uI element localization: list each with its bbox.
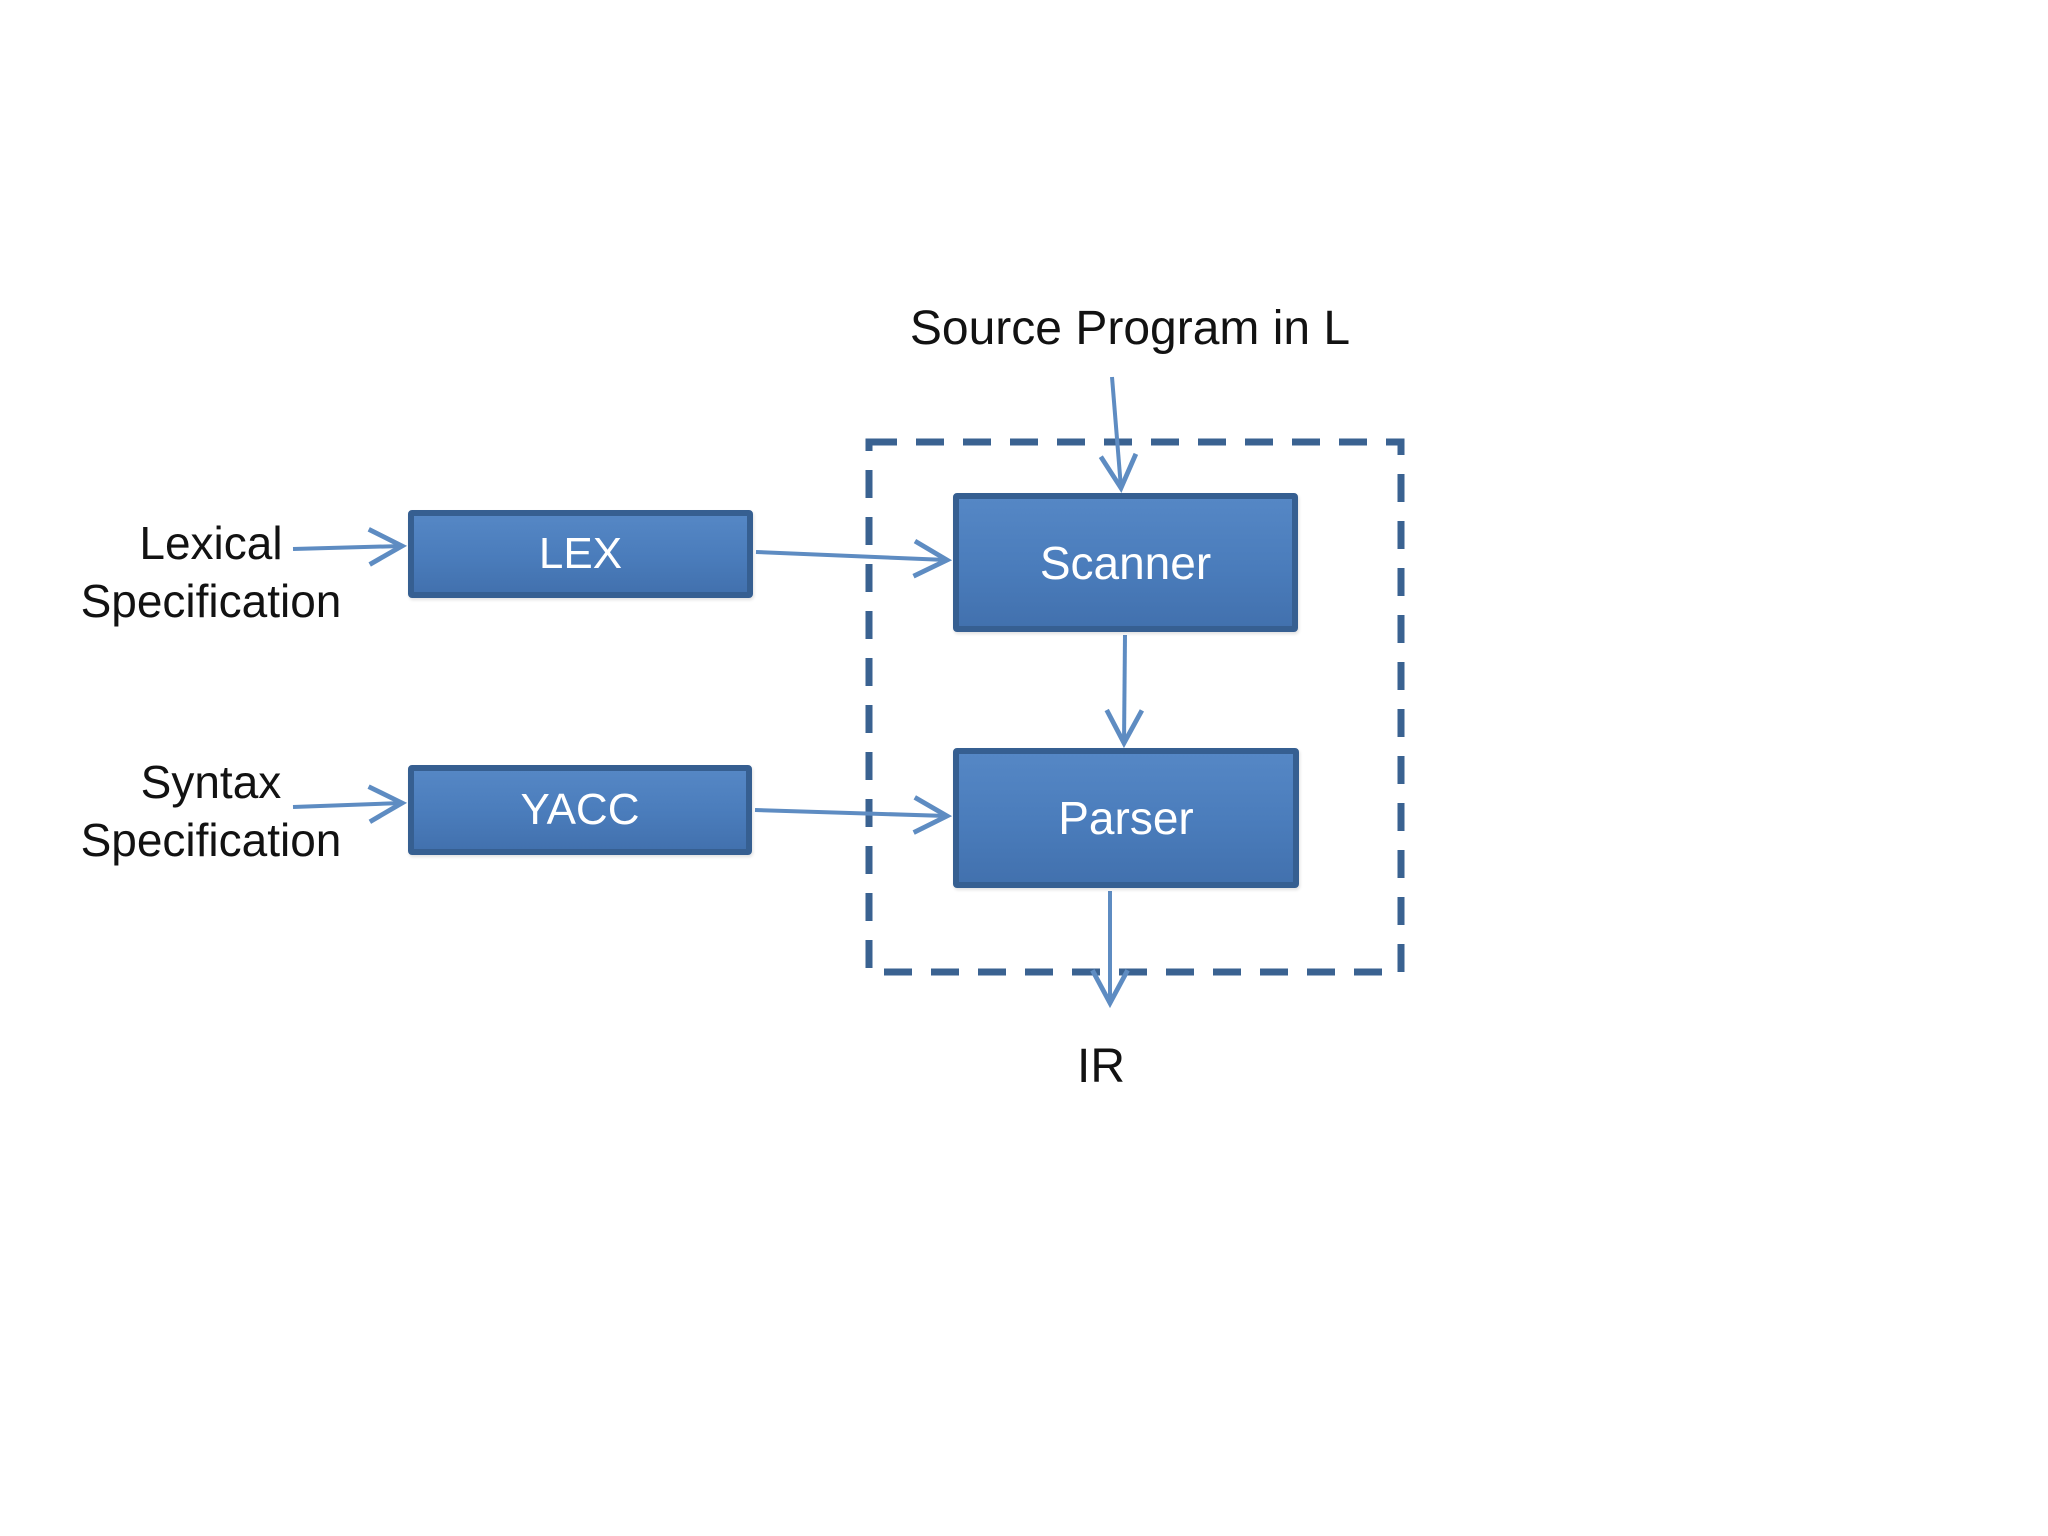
lexical-specification-line1: Lexical [139,517,283,569]
lex-box-label: LEX [538,529,623,578]
syntax-specification-label: Syntax Specification [26,753,396,869]
frontend-dashed-boundary [865,438,1405,976]
lexical-specification-line2: Specification [80,575,342,627]
parser-box-label: Parser [1058,792,1194,844]
lex-box: LEX [408,510,753,598]
scanner-box-label: Scanner [1039,536,1212,589]
syntax-specification-line1: Syntax [140,756,282,808]
arrow-source-program-to-scanner [1098,376,1139,494]
source-program-label: Source Program in L [909,302,1351,355]
arrow-yacc-to-parser [754,795,953,835]
arrow-scanner-to-parser [1104,634,1145,749]
lexical-specification-label: Lexical Specification [26,514,396,630]
yacc-box: YACC [408,765,752,855]
ir-label: IR [1077,1040,1125,1093]
parser-box: Parser [953,748,1299,888]
arrow-lexical-spec-to-lex [292,527,408,567]
yacc-box-label: YACC [520,785,640,834]
syntax-specification-line2: Specification [80,814,342,866]
arrow-lex-to-scanner [755,538,953,579]
arrow-syntax-spec-to-yacc [292,784,408,824]
scanner-box: Scanner [953,493,1298,632]
